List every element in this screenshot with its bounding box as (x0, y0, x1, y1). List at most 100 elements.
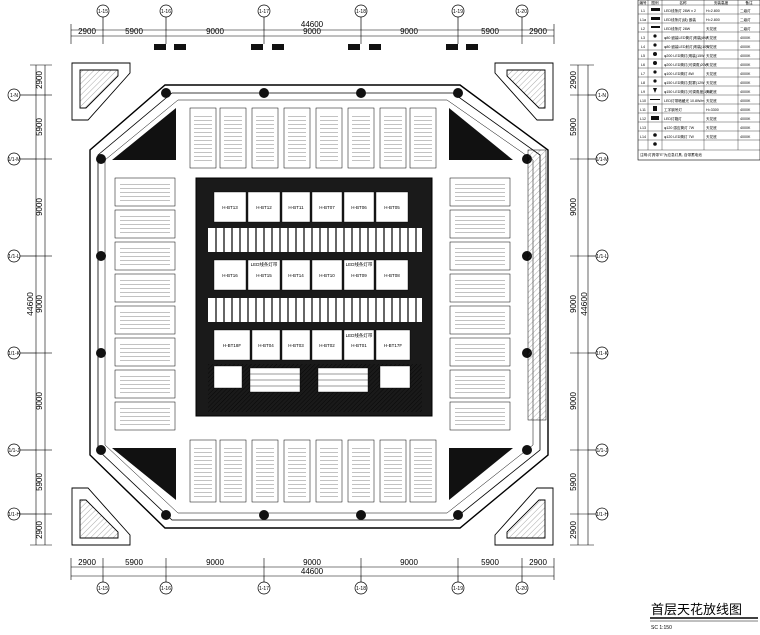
span-dimension: 2900 (529, 558, 547, 567)
grid-label-bottom: 1-15 (98, 586, 108, 592)
grid-label-top: 1-19 (453, 9, 463, 15)
corner-planters (71, 62, 554, 546)
central-core (195, 177, 433, 417)
grid-label-left: 1-N (10, 93, 18, 99)
total-dimension-bottom: 44600 (301, 567, 324, 576)
span-dimension: 9000 (35, 392, 44, 410)
grid-label-left: 1/1-J (8, 448, 20, 454)
room-tag: H-BT18F (223, 343, 242, 348)
total-dimension-top: 44600 (301, 20, 324, 29)
span-dimension: 2900 (78, 558, 96, 567)
total-dimension-right: 44600 (579, 292, 589, 316)
legend-cell: φ80 嵌装LED筒灯(明装)8W (664, 35, 708, 40)
legend-cell: 4000K (740, 81, 751, 85)
span-dimension: 9000 (35, 198, 44, 216)
span-dimension: 9000 (569, 198, 578, 216)
legend-cell: 4000K (740, 36, 751, 40)
span-dimension: 9000 (400, 27, 418, 36)
right-ceiling-bays (449, 149, 547, 431)
span-dimension: 5900 (125, 27, 143, 36)
legend-cell: 天花底 (706, 53, 717, 58)
total-dimension-left: 44600 (25, 292, 35, 316)
grid-label-left: 1/1-K (8, 351, 21, 357)
span-dimension: 2900 (569, 71, 578, 89)
legend-cell: 二级灯 (740, 26, 751, 31)
legend-cell: LED线条灯 28W x 2 (664, 8, 696, 13)
legend-cell: 天花底 (706, 134, 717, 139)
room-tag: H-BT15 (256, 273, 272, 278)
legend-cell: 二级灯 (740, 17, 751, 22)
span-dimension: 9000 (569, 295, 578, 313)
grid-label-top: 1-17 (259, 9, 269, 15)
legend-cell: L4 (641, 45, 645, 49)
legend-cell: L1 (641, 9, 645, 13)
grid-label-bottom: 1-19 (453, 586, 463, 592)
span-dimension: 2900 (35, 71, 44, 89)
top-ceiling-bays (189, 107, 437, 169)
legend-cell: L6 (641, 63, 645, 67)
legend-cell: 工字钢吊灯 (664, 107, 682, 112)
grid-label-top: 1-18 (356, 9, 366, 15)
bottom-grid-bubbles (96, 576, 529, 595)
room-tag: H-BT12 (256, 205, 272, 210)
corner-dark-zones (112, 108, 513, 500)
grid-label-right: 1/1-M (596, 157, 609, 163)
lighting-legend (637, 0, 760, 161)
grid-label-bottom: 1-18 (356, 586, 366, 592)
room-tag: H-BT07 (319, 205, 335, 210)
room-tag: H-BT06 (351, 205, 367, 210)
legend-cell: φ80 嵌装LED射灯(明装)10W (664, 44, 710, 49)
span-dimension: 5900 (481, 27, 499, 36)
room-tags-middle: H-BT16 LED线条灯带 H-BT15 H-BT14 H-BT10 LED线… (222, 261, 400, 278)
room-tag: H-BT02 (319, 343, 335, 348)
legend-cell: 4000K (740, 108, 751, 112)
legend-cell: LED灯箱灯 (664, 116, 682, 121)
legend-cell: LED灯带暗藏光 10.8W/m (664, 98, 704, 103)
room-tag: H-BT05 (384, 205, 400, 210)
legend-cell: 4000K (740, 45, 751, 49)
drawing-scale: SC 1:150 (651, 625, 672, 631)
legend-cell: φ150 LED筒灯(可调角度)15W (664, 89, 712, 94)
span-dimension: 5900 (569, 118, 578, 136)
legend-cell: L1a (640, 18, 646, 22)
legend-cell: 天花底 (706, 89, 717, 94)
room-tag-note: LED线条灯带 (346, 261, 373, 268)
room-tag: H-BT17F (384, 343, 403, 348)
legend-cell: φ100 LED筒灯 8W (664, 71, 695, 76)
legend-cell: 天花底 (706, 26, 717, 31)
room-tag: H-BT11 (288, 205, 304, 210)
grid-label-bottom: 1-17 (259, 586, 269, 592)
right-grid-bubbles (588, 88, 609, 521)
legend-header-cell: 编号 (639, 0, 647, 5)
legend-header-cell: 图例 (651, 0, 659, 5)
legend-cell: 4000K (740, 72, 751, 76)
legend-cell: 4000K (740, 99, 751, 103)
grid-label-right: 1/1-J (596, 448, 608, 454)
legend-cell: L2 (641, 27, 645, 31)
legend-cell: L9 (641, 90, 645, 94)
legend-cell: φ120 LED筒灯 7W (664, 134, 695, 139)
top-dimension-chain: 44600 2900 5900 9000 9000 9000 5900 2900 (70, 20, 555, 44)
legend-cell: L3 (641, 36, 645, 40)
top-grid-bubbles (96, 4, 529, 30)
legend-cell: 天花底 (706, 71, 717, 76)
legend-cell: 4000K (740, 63, 751, 67)
legend-cell: 天花底 (706, 35, 717, 40)
room-tag: H-BT14 (288, 273, 304, 278)
legend-header-cell: 备注 (745, 0, 753, 5)
room-tag: H-BT04 (258, 343, 274, 348)
span-dimension: 5900 (481, 558, 499, 567)
legend-cell: L10 (640, 99, 646, 103)
room-tag-note: LED线条灯带 (346, 332, 373, 339)
legend-cell: L8 (641, 81, 645, 85)
room-tag: H-BT01 (351, 343, 367, 348)
legend-cell: 4000K (740, 126, 751, 130)
room-tag: H-BT03 (288, 343, 304, 348)
left-dimension-chain (30, 64, 52, 546)
legend-cell: 4000K (740, 54, 751, 58)
legend-header-cell: 安装高度 (714, 0, 729, 5)
grid-label-right: 1/1-L (596, 254, 608, 260)
bottom-dimension-chain: 2900 5900 9000 9000 9000 5900 2900 44600 (70, 558, 555, 580)
room-tag: H-BT09 (351, 273, 367, 278)
